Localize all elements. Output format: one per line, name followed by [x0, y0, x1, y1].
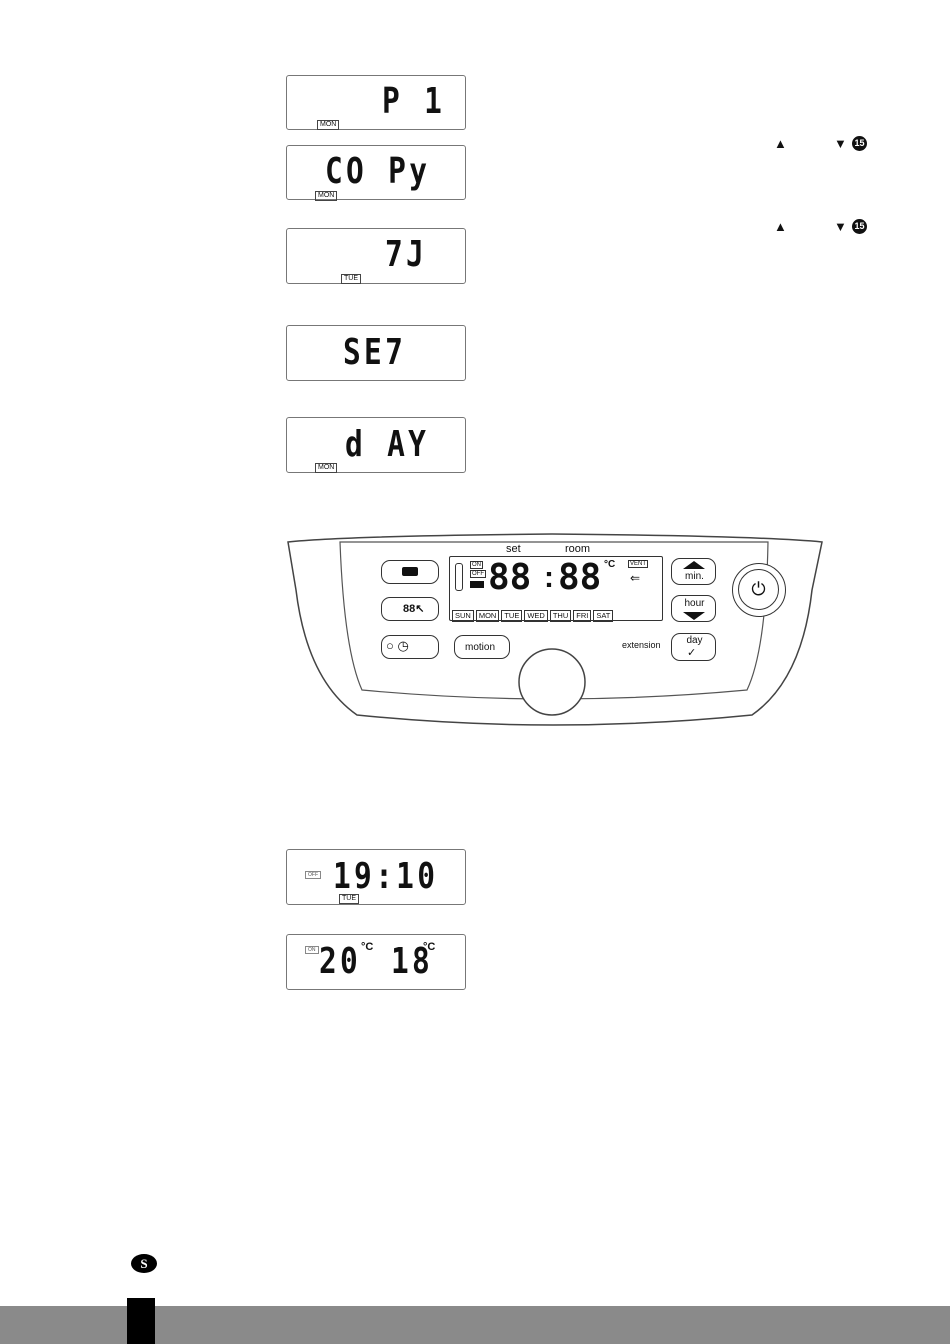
- lcd-display-copy: CO Py MON: [286, 145, 466, 200]
- off-tag: OFF: [305, 871, 321, 879]
- day-wed: WED: [524, 610, 548, 622]
- check-icon: ✓: [687, 646, 696, 659]
- clock-icon: ○ ◷: [386, 638, 409, 654]
- day-tue: TUE: [501, 610, 522, 622]
- down-arrow-icon: ▼: [834, 219, 847, 234]
- down-arrow-icon: ▼: [834, 136, 847, 151]
- reference-number-icon: 15: [852, 219, 867, 234]
- on-tag: ON: [305, 946, 319, 954]
- day-label: day: [672, 635, 717, 646]
- set-temperature: 20: [319, 944, 361, 980]
- power-inner-ring: ⏻: [738, 569, 779, 610]
- program-button[interactable]: 88↖: [381, 597, 439, 621]
- set-temp-unit: °C: [361, 941, 373, 953]
- timer-button[interactable]: ○ ◷: [381, 635, 439, 659]
- up-arrow-icon: ▲: [774, 136, 787, 151]
- day-mon: MON: [476, 610, 500, 622]
- hour-label: hour: [672, 598, 717, 609]
- day-button[interactable]: day ✓: [671, 633, 716, 661]
- program-icon: 88↖: [403, 602, 424, 615]
- lcd-time: 19:10: [333, 859, 438, 895]
- down-triangle-icon: [683, 612, 705, 620]
- lcd-display-set: SE7: [286, 325, 466, 381]
- lcd-text: 7J: [385, 237, 427, 273]
- day-tag: TUE: [339, 894, 359, 904]
- lock-button[interactable]: [381, 560, 439, 584]
- hour-down-button[interactable]: hour: [671, 595, 716, 622]
- motion-button[interactable]: motion: [454, 635, 510, 659]
- lock-indicator-icon: [470, 581, 484, 588]
- day-thu: THU: [550, 610, 571, 622]
- instruction-arrows-1: ▲ ▼ 15: [770, 136, 880, 154]
- day-tag: MON: [317, 120, 339, 130]
- motion-label: motion: [465, 642, 495, 653]
- lcd-display-day: d AY MON: [286, 417, 466, 473]
- lcd-display-time: OFF 19:10 TUE: [286, 849, 466, 905]
- min-up-button[interactable]: min.: [671, 558, 716, 585]
- key-icon: [402, 567, 418, 576]
- colon: :: [544, 561, 554, 595]
- lcd-text: d AY: [345, 427, 429, 463]
- lcd-text: SE7: [343, 335, 406, 371]
- min-label: min.: [672, 571, 717, 582]
- reference-number-icon: 15: [852, 136, 867, 151]
- language-badge: S: [131, 1254, 157, 1273]
- set-temp-digits: 88: [488, 557, 531, 598]
- room-temp-unit: °C: [423, 941, 435, 953]
- day-sat: SAT: [593, 610, 613, 622]
- day-tag: MON: [315, 191, 337, 201]
- unit-label: °C: [604, 559, 615, 570]
- up-triangle-icon: [683, 561, 705, 569]
- on-indicator: ON: [470, 561, 483, 569]
- lcd-display-seven: 7J TUE: [286, 228, 466, 284]
- power-icon: ⏻: [751, 579, 765, 599]
- room-temp-digits: 88: [558, 557, 601, 598]
- fan-icon: ⇐: [630, 571, 640, 585]
- power-button[interactable]: ⏻: [732, 563, 786, 617]
- day-sun: SUN: [452, 610, 474, 622]
- set-label: set: [506, 543, 521, 555]
- lcd-display-temp: ON 20 °C 18 °C: [286, 934, 466, 990]
- day-tag: TUE: [341, 274, 361, 284]
- day-fri: FRI: [573, 610, 591, 622]
- up-arrow-icon: ▲: [774, 219, 787, 234]
- vent-indicator: VENT: [628, 560, 648, 568]
- thermometer-icon: [455, 563, 463, 591]
- off-indicator: OFF: [470, 570, 486, 578]
- day-tag: MON: [315, 463, 337, 473]
- lcd-display-p1: P 1 MON: [286, 75, 466, 130]
- instruction-arrows-2: ▲ ▼ 15: [770, 219, 880, 237]
- room-label: room: [565, 543, 590, 555]
- lcd-text: CO Py: [325, 154, 430, 190]
- extension-label: extension: [622, 640, 661, 650]
- footer-page-tab: [127, 1298, 155, 1344]
- lcd-text: P 1: [382, 84, 445, 120]
